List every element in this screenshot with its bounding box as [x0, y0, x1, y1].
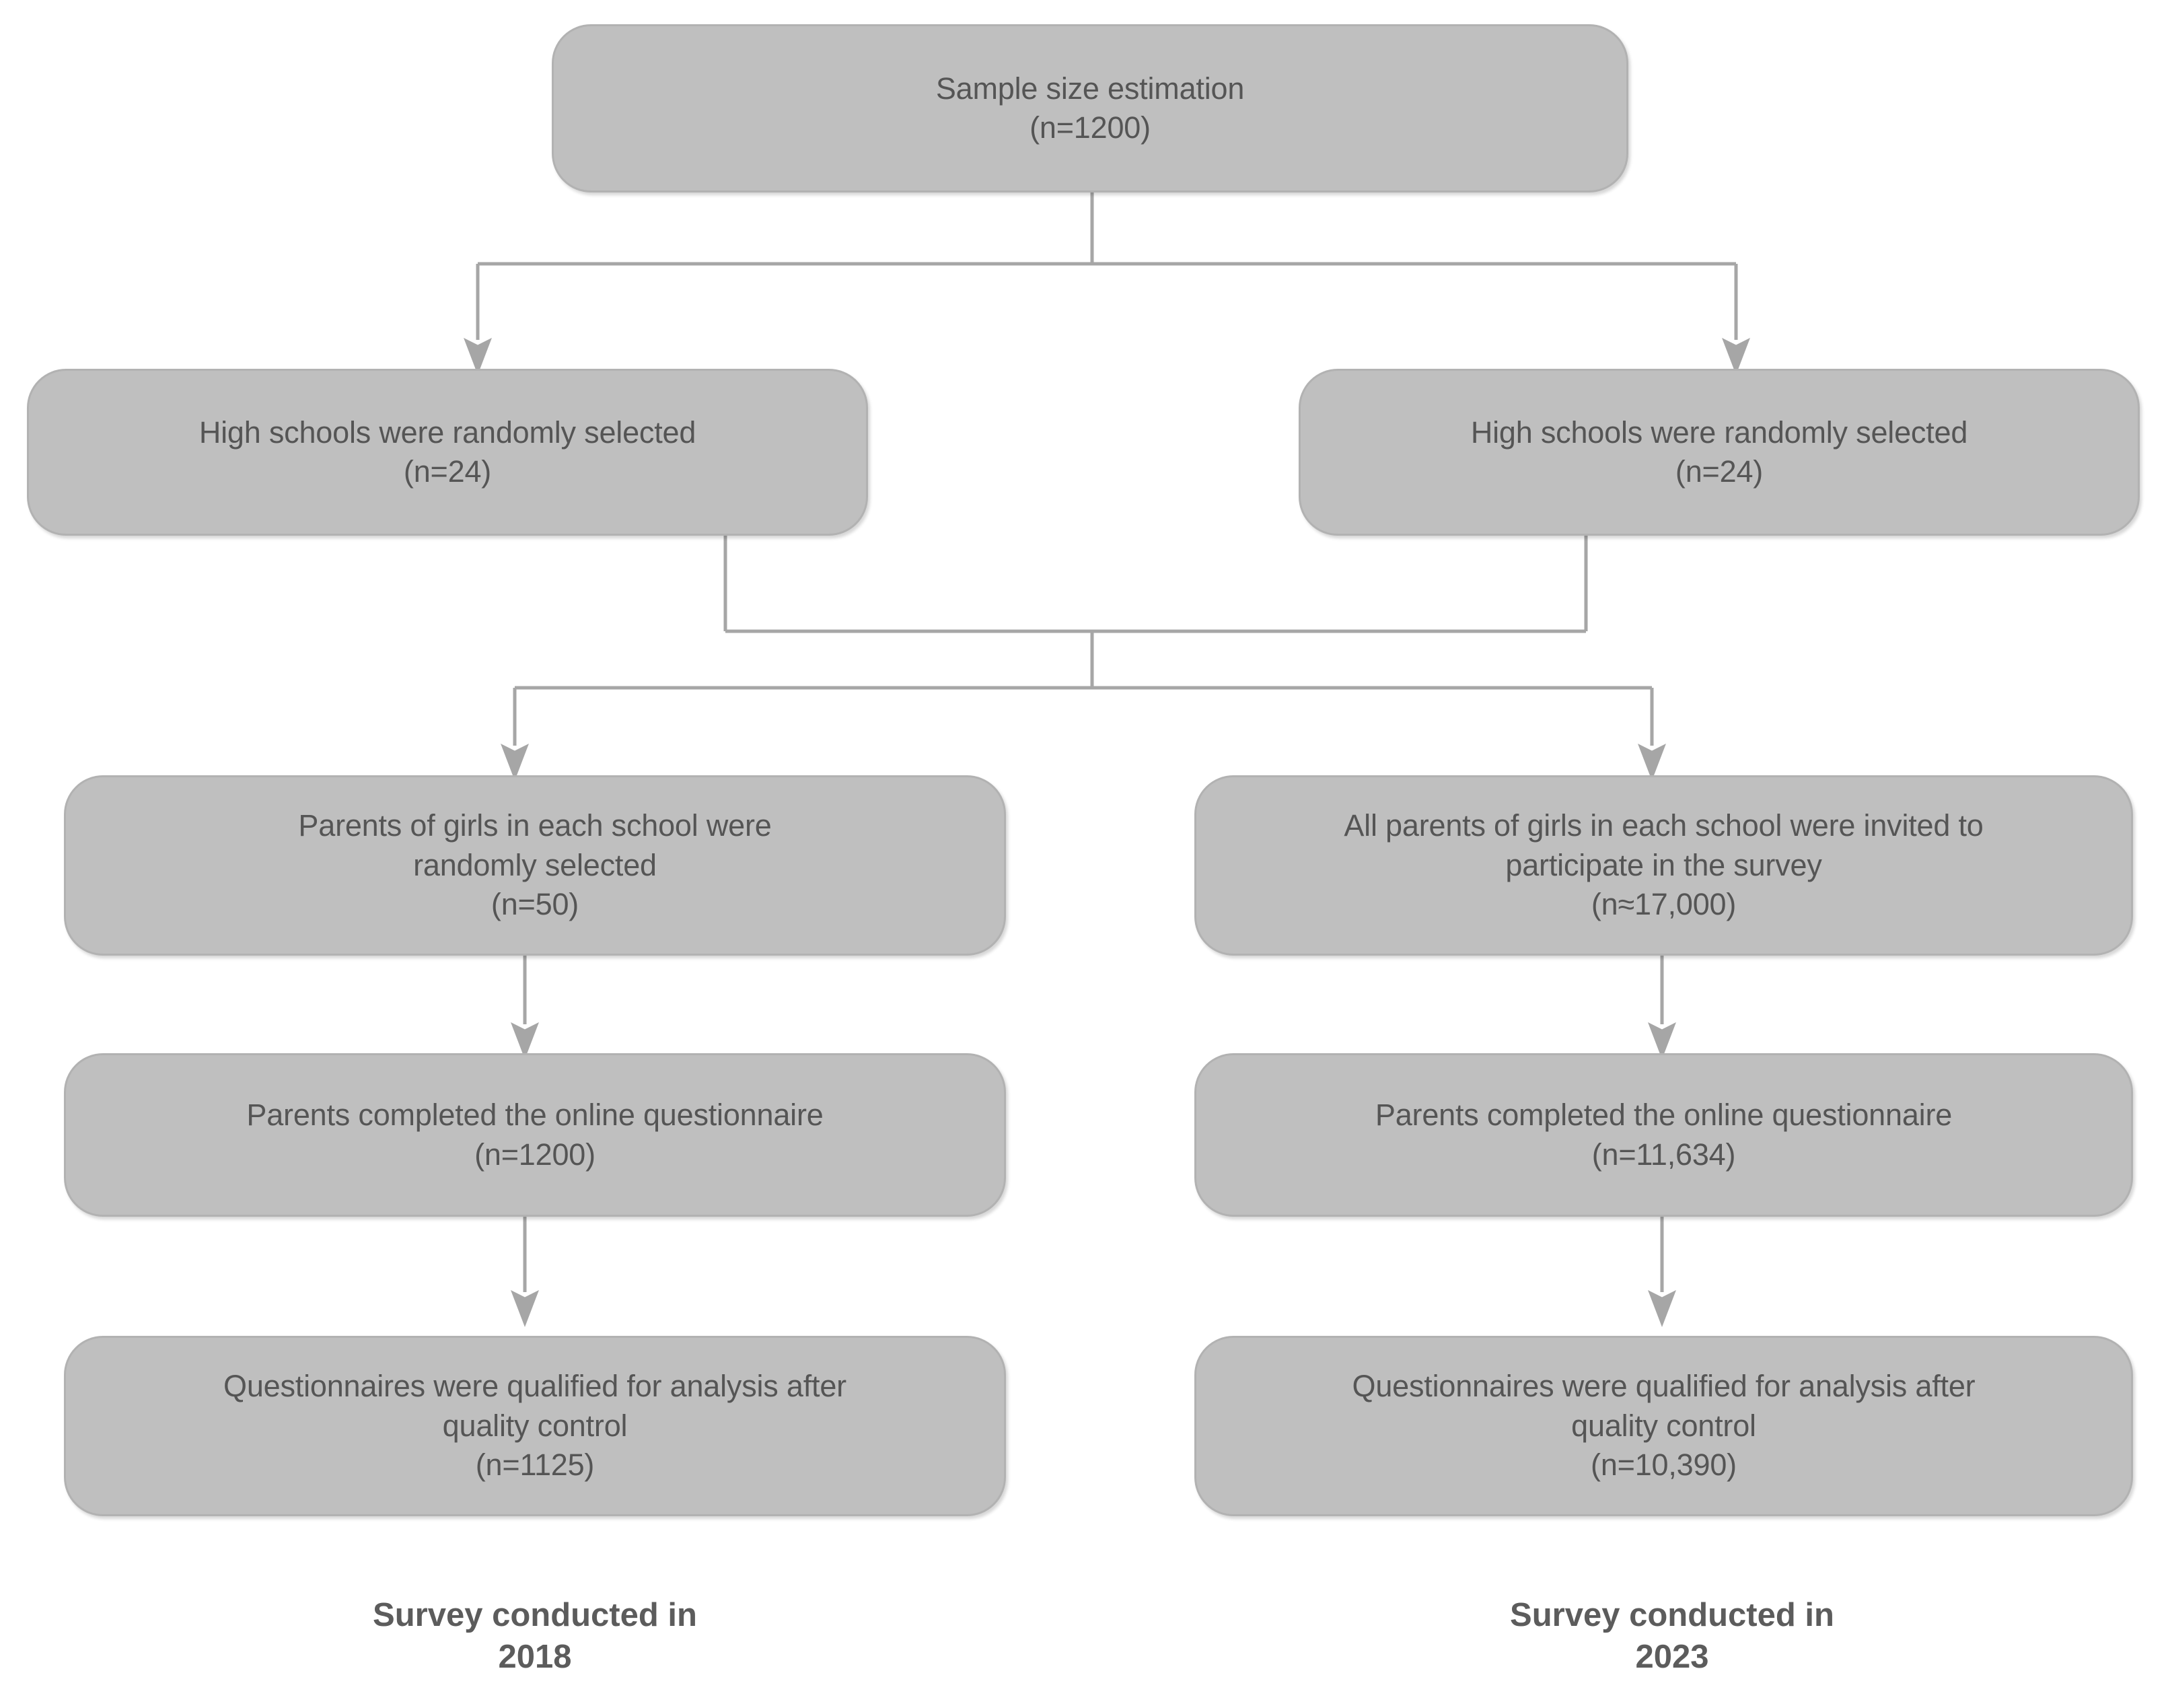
node-completed-questionnaire-2023[interactable]: Parents completed the online questionnai… [1194, 1053, 2133, 1217]
node-qualified-2018-label: Questionnaires were qualified for analys… [223, 1369, 846, 1483]
node-completed-questionnaire-2018-label: Parents completed the online questionnai… [246, 1098, 824, 1172]
node-parents-selected-2018[interactable]: Parents of girls in each school were ran… [64, 775, 1006, 956]
node-high-schools-2018-label: High schools were randomly selected (n=2… [198, 415, 696, 489]
caption-survey-2023: Survey conducted in 2023 [1510, 1597, 1834, 1675]
node-high-schools-2018[interactable]: High schools were randomly selected (n=2… [27, 369, 868, 536]
node-qualified-2018[interactable]: Questionnaires were qualified for analys… [64, 1336, 1006, 1516]
node-qualified-2023[interactable]: Questionnaires were qualified for analys… [1194, 1336, 2133, 1516]
node-parents-selected-2018-label: Parents of girls in each school were ran… [298, 808, 772, 922]
node-parents-invited-2023-label: All parents of girls in each school were… [1344, 808, 1984, 922]
caption-survey-2018: Survey conducted in 2018 [373, 1597, 697, 1675]
node-qualified-2023-label: Questionnaires were qualified for analys… [1352, 1369, 1976, 1483]
node-high-schools-2023-label: High schools were randomly selected (n=2… [1470, 415, 1968, 489]
node-high-schools-2023[interactable]: High schools were randomly selected (n=2… [1299, 369, 2140, 536]
node-completed-questionnaire-2023-label: Parents completed the online questionnai… [1375, 1098, 1953, 1172]
node-completed-questionnaire-2018[interactable]: Parents completed the online questionnai… [64, 1053, 1006, 1217]
node-sample-size-estimation[interactable]: Sample size estimation (n=1200) [552, 24, 1628, 192]
node-sample-size-estimation-label: Sample size estimation (n=1200) [935, 71, 1245, 145]
node-parents-invited-2023[interactable]: All parents of girls in each school were… [1194, 775, 2133, 956]
